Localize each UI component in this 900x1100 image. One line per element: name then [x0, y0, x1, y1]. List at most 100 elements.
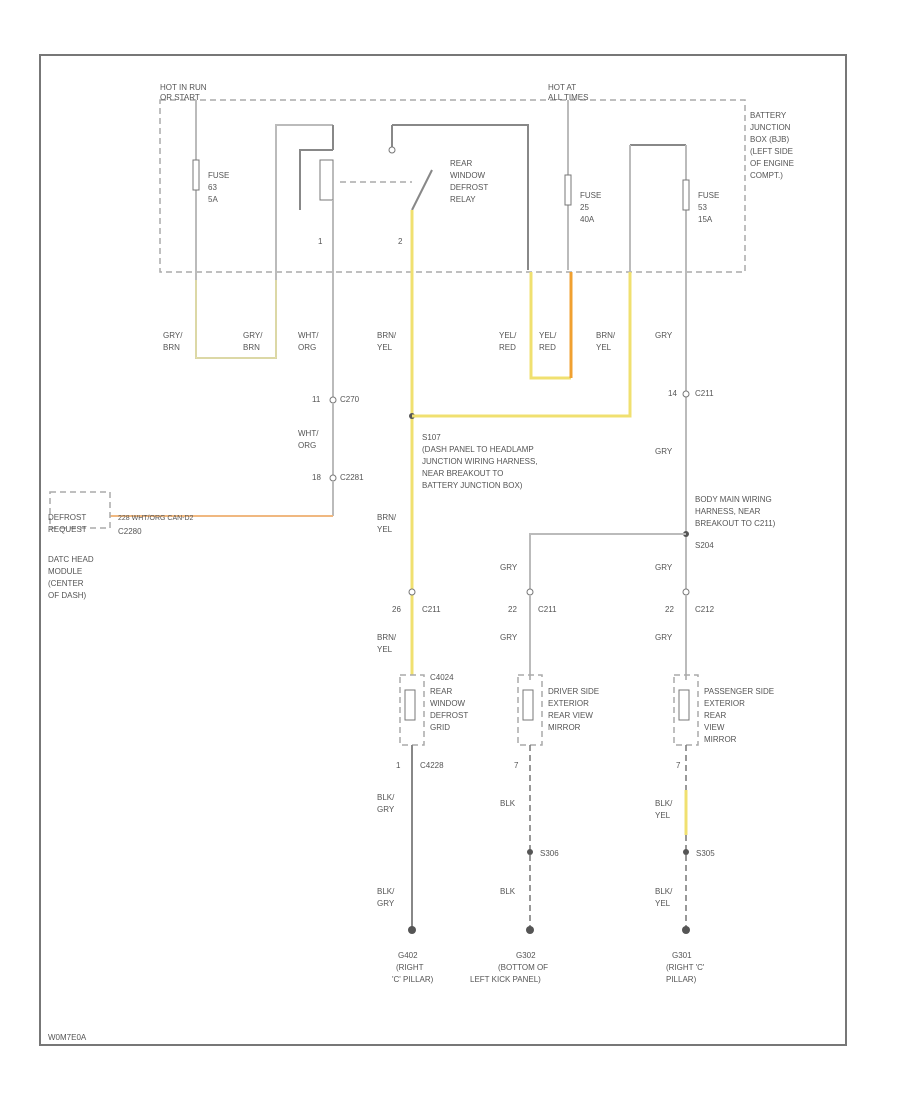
svg-text:BATTERY JUNCTION BOX): BATTERY JUNCTION BOX) [422, 481, 523, 490]
ground-g302-label: G302 (BOTTOM OF LEFT KICK PANEL) [470, 951, 548, 984]
wire-color-labels-row1: GRY/ BRN GRY/ BRN WHT/ ORG BRN/ YEL YEL/… [163, 331, 673, 352]
gry-brn-tint [195, 280, 277, 359]
gry-label-2: GRY [655, 447, 673, 456]
defrost-request-conn: C2280 [118, 527, 142, 536]
driver-mirror-element [522, 689, 534, 721]
svg-text:MIRROR: MIRROR [548, 723, 581, 732]
fuse2-label: FUSE 25 40A [580, 191, 601, 224]
svg-text:YEL: YEL [655, 811, 671, 820]
svg-text:EXTERIOR: EXTERIOR [548, 699, 589, 708]
fuse3-symbol [682, 179, 690, 211]
splice-s107-label: S107 (DASH PANEL TO HEADLAMP JUNCTION WI… [422, 433, 538, 490]
relay-coil-wire [299, 149, 333, 210]
c2281-name: C2281 [340, 473, 364, 482]
rear-grid-label: C4024 REAR WINDOW DEFROST GRID [430, 673, 468, 732]
junction-box-outline [159, 99, 746, 273]
relay-pin-1: 1 [318, 237, 323, 246]
c2281-connector [329, 474, 337, 482]
svg-text:VIEW: VIEW [704, 723, 725, 732]
ground-g302 [526, 926, 534, 934]
svg-text:GRY/: GRY/ [243, 331, 263, 340]
defrost-request-label: DEFROST REQUEST [48, 513, 87, 534]
svg-text:40A: 40A [580, 215, 595, 224]
svg-text:ORG: ORG [298, 343, 316, 352]
svg-text:OF ENGINE: OF ENGINE [750, 159, 794, 168]
svg-text:BRN/: BRN/ [377, 331, 397, 340]
relay-pin-2: 2 [398, 237, 403, 246]
hot-run-start-label-2: OR START [160, 93, 200, 102]
svg-text:'C' PILLAR): 'C' PILLAR) [392, 975, 434, 984]
svg-text:YEL: YEL [377, 343, 393, 352]
brn-yel-label-4a: BRN/ [377, 633, 397, 642]
gry-label-3: GRY [500, 563, 518, 572]
relay-power-feed [392, 124, 529, 270]
hot-all-times-label-1: HOT AT [548, 83, 576, 92]
svg-text:GRY: GRY [655, 331, 673, 340]
c270-name: C270 [340, 395, 360, 404]
brn-yel-label-3b: YEL [377, 525, 393, 534]
yel-red-loop-left [529, 272, 571, 380]
svg-text:G302: G302 [516, 951, 536, 960]
driver-pin: 7 [514, 761, 519, 770]
driver-mirror-label: DRIVER SIDE EXTERIOR REAR VIEW MIRROR [548, 687, 599, 732]
splice-s306-label: S306 [540, 849, 559, 858]
relay-contact-top [388, 146, 396, 154]
junction-box-label: BATTERY JUNCTION BOX (BJB) (LEFT SIDE OF… [750, 111, 794, 180]
svg-text:BODY MAIN WIRING: BODY MAIN WIRING [695, 495, 772, 504]
svg-text:DEFROST: DEFROST [430, 711, 468, 720]
gry-branch-driver [529, 533, 686, 590]
svg-text:REAR VIEW: REAR VIEW [548, 711, 593, 720]
svg-text:WINDOW: WINDOW [450, 171, 486, 180]
svg-text:DEFROST: DEFROST [48, 513, 86, 522]
svg-text:YEL/: YEL/ [499, 331, 517, 340]
svg-text:G301: G301 [672, 951, 692, 960]
c211b-pin: 22 [508, 605, 517, 614]
svg-text:GRY: GRY [377, 805, 395, 814]
svg-text:(RIGHT 'C': (RIGHT 'C' [666, 963, 705, 972]
svg-text:RELAY: RELAY [450, 195, 476, 204]
svg-text:BRN: BRN [163, 343, 180, 352]
svg-text:GRY/: GRY/ [163, 331, 183, 340]
ground-g402 [408, 926, 416, 934]
c270-connector [329, 396, 337, 404]
diagram-code: W0M7E0A [48, 1033, 87, 1042]
svg-text:(RIGHT: (RIGHT [396, 963, 424, 972]
c2211-connector [682, 390, 690, 398]
svg-text:(CENTER: (CENTER [48, 579, 84, 588]
splice-s306-node [527, 849, 533, 855]
splice-s305-node [683, 849, 689, 855]
c270-pin: 11 [312, 395, 321, 404]
datc-module-outline [49, 491, 111, 529]
svg-text:BLK/: BLK/ [655, 887, 673, 896]
passenger-pin: 7 [676, 761, 681, 770]
svg-text:LEFT KICK PANEL): LEFT KICK PANEL) [470, 975, 541, 984]
svg-text:FUSE: FUSE [698, 191, 719, 200]
c2211-name: C211 [695, 389, 714, 398]
fuse3-label: FUSE 53 15A [698, 191, 719, 224]
svg-text:GRID: GRID [430, 723, 450, 732]
c2281-pin: 18 [312, 473, 321, 482]
svg-text:REAR: REAR [704, 711, 726, 720]
svg-text:5A: 5A [208, 195, 218, 204]
svg-text:BATTERY: BATTERY [750, 111, 787, 120]
splice-s305-label: S305 [696, 849, 715, 858]
svg-text:BLK/: BLK/ [377, 793, 395, 802]
svg-text:25: 25 [580, 203, 589, 212]
svg-text:DATC HEAD: DATC HEAD [48, 555, 94, 564]
svg-text:YEL: YEL [596, 343, 612, 352]
hot-all-times-label-2: ALL TIMES [548, 93, 588, 102]
gry-label-5: GRY [500, 633, 518, 642]
svg-text:FUSE: FUSE [208, 171, 229, 180]
c212-name: C212 [695, 605, 715, 614]
svg-text:15A: 15A [698, 215, 713, 224]
brn-yel-label-4b: YEL [377, 645, 393, 654]
svg-text:HARNESS, NEAR: HARNESS, NEAR [695, 507, 761, 516]
c211b-name: C211 [538, 605, 557, 614]
c2211-pin: 14 [668, 389, 677, 398]
svg-text:S107: S107 [422, 433, 441, 442]
svg-text:FUSE: FUSE [580, 191, 601, 200]
relay-label: REAR WINDOW DEFROST RELAY [450, 159, 488, 204]
diagram-frame [39, 54, 847, 1046]
svg-text:GRY: GRY [377, 899, 395, 908]
gry-brn-loop [195, 124, 333, 359]
